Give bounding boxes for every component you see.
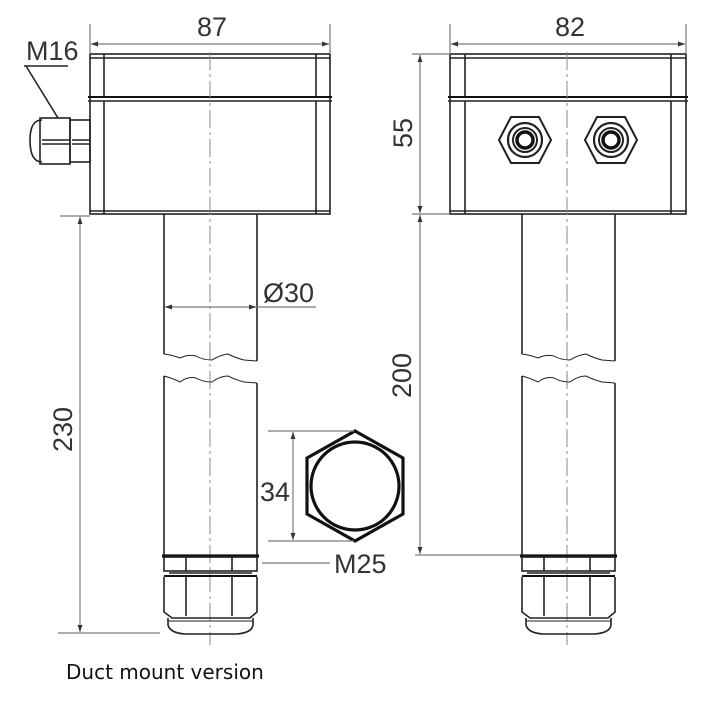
m16-leader-diagonal xyxy=(25,65,59,119)
width-87-label: 87 xyxy=(197,12,227,42)
height-230-label: 230 xyxy=(48,407,78,452)
bottom-cable-gland-side xyxy=(162,554,259,635)
drawing-caption: Duct mount version xyxy=(66,660,264,684)
m16-label: M16 xyxy=(26,36,79,66)
hex-nut-detail xyxy=(305,429,405,543)
front-cable-gland-right xyxy=(583,116,639,164)
side-view: M16 87 Ø30 xyxy=(24,12,405,645)
tube-front xyxy=(521,214,616,556)
length-200-label: 200 xyxy=(387,353,417,398)
bottom-cable-gland-front xyxy=(520,554,617,635)
tube-side xyxy=(163,214,258,556)
hex-34-label: 34 xyxy=(260,477,290,507)
diameter-30-label: Ø30 xyxy=(263,278,314,308)
front-cable-gland-left xyxy=(497,116,553,164)
front-view: 82 55 xyxy=(387,12,688,645)
height-55-label: 55 xyxy=(388,118,418,148)
m25-label: M25 xyxy=(334,549,387,579)
side-cable-gland xyxy=(29,117,91,165)
housing-front xyxy=(448,53,688,215)
width-82-label: 82 xyxy=(555,12,585,42)
